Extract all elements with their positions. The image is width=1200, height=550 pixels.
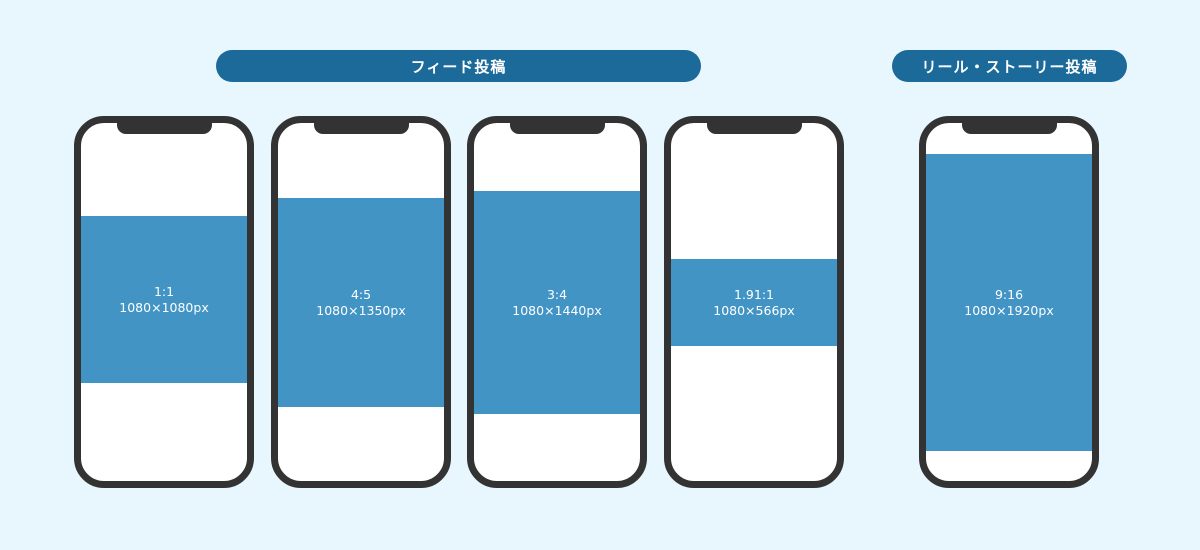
pixel-size-label: 1080×566px [713,302,795,318]
media-area-1-1: 1:1 1080×1080px [81,216,247,383]
pixel-size-label: 1080×1440px [512,302,602,318]
media-area-4-5: 4:5 1080×1350px [278,198,444,407]
phone-4-5: 4:5 1080×1350px [271,116,451,488]
media-area-1-91-1: 1.91:1 1080×566px [671,259,837,346]
phone-notch [707,123,802,134]
media-area-3-4: 3:4 1080×1440px [474,191,640,414]
pixel-size-label: 1080×1920px [964,302,1054,318]
aspect-ratio-label: 4:5 [350,286,372,302]
media-area-9-16: 9:16 1080×1920px [926,154,1092,451]
pixel-size-label: 1080×1080px [119,299,209,315]
phone-9-16: 9:16 1080×1920px [919,116,1099,488]
aspect-ratio-label: 1.91:1 [734,286,774,302]
pixel-size-label: 1080×1350px [316,302,406,318]
phone-notch [117,123,212,134]
reel-story-header: リール・ストーリー投稿 [892,50,1127,82]
phone-notch [510,123,605,134]
phone-notch [314,123,409,134]
aspect-ratio-label: 1:1 [153,283,175,299]
phone-1-91-1: 1.91:1 1080×566px [664,116,844,488]
aspect-ratio-label: 3:4 [546,286,568,302]
phone-3-4: 3:4 1080×1440px [467,116,647,488]
feed-post-header: フィード投稿 [216,50,701,82]
aspect-ratio-label: 9:16 [994,286,1024,302]
phone-notch [962,123,1057,134]
phone-1-1: 1:1 1080×1080px [74,116,254,488]
